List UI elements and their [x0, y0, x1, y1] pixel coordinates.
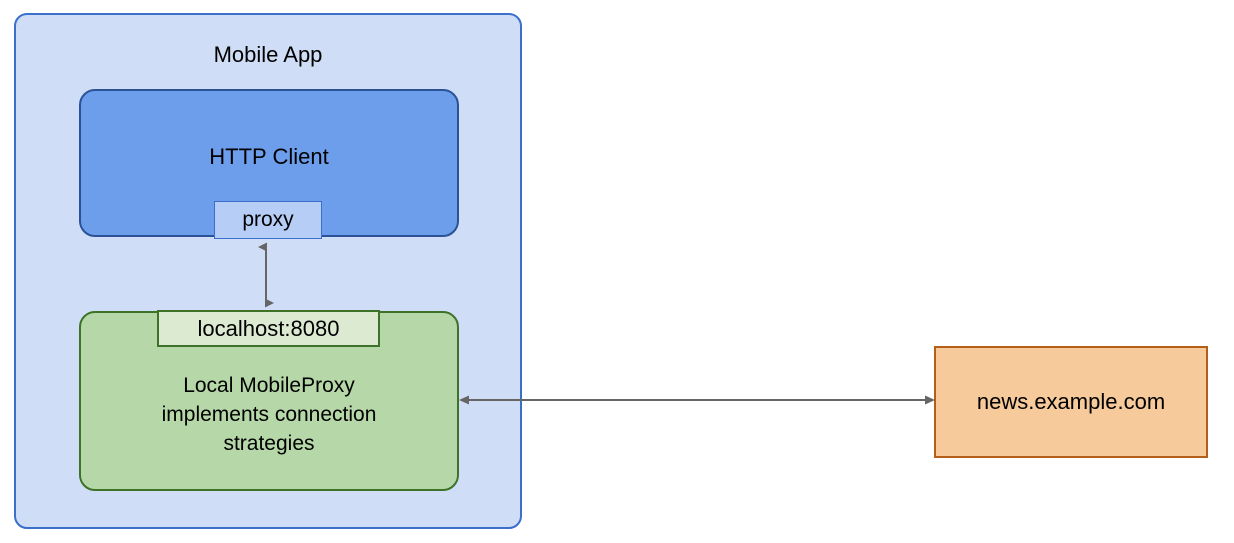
local-mobile-proxy-text: Local MobileProxy implements connection …: [81, 371, 457, 458]
http-client-label: HTTP Client: [209, 144, 329, 169]
proxy-port-badge[interactable]: proxy: [214, 201, 322, 239]
remote-host-node[interactable]: news.example.com: [934, 346, 1208, 458]
local-mobile-proxy-line-2: implements connection: [161, 403, 377, 426]
local-mobile-proxy-line-1: Local MobileProxy: [183, 374, 355, 397]
proxy-port-label: proxy: [242, 208, 294, 231]
localhost-port-label: localhost:8080: [197, 315, 340, 341]
remote-host-label: news.example.com: [976, 389, 1166, 414]
local-mobile-proxy-line-3: strategies: [223, 432, 315, 455]
mobile-app-title: Mobile App: [213, 42, 323, 67]
localhost-port-badge[interactable]: localhost:8080: [157, 310, 380, 347]
proxy-to-localhost-connector: [258, 242, 274, 308]
proxy-to-remote-connector: [459, 395, 935, 405]
